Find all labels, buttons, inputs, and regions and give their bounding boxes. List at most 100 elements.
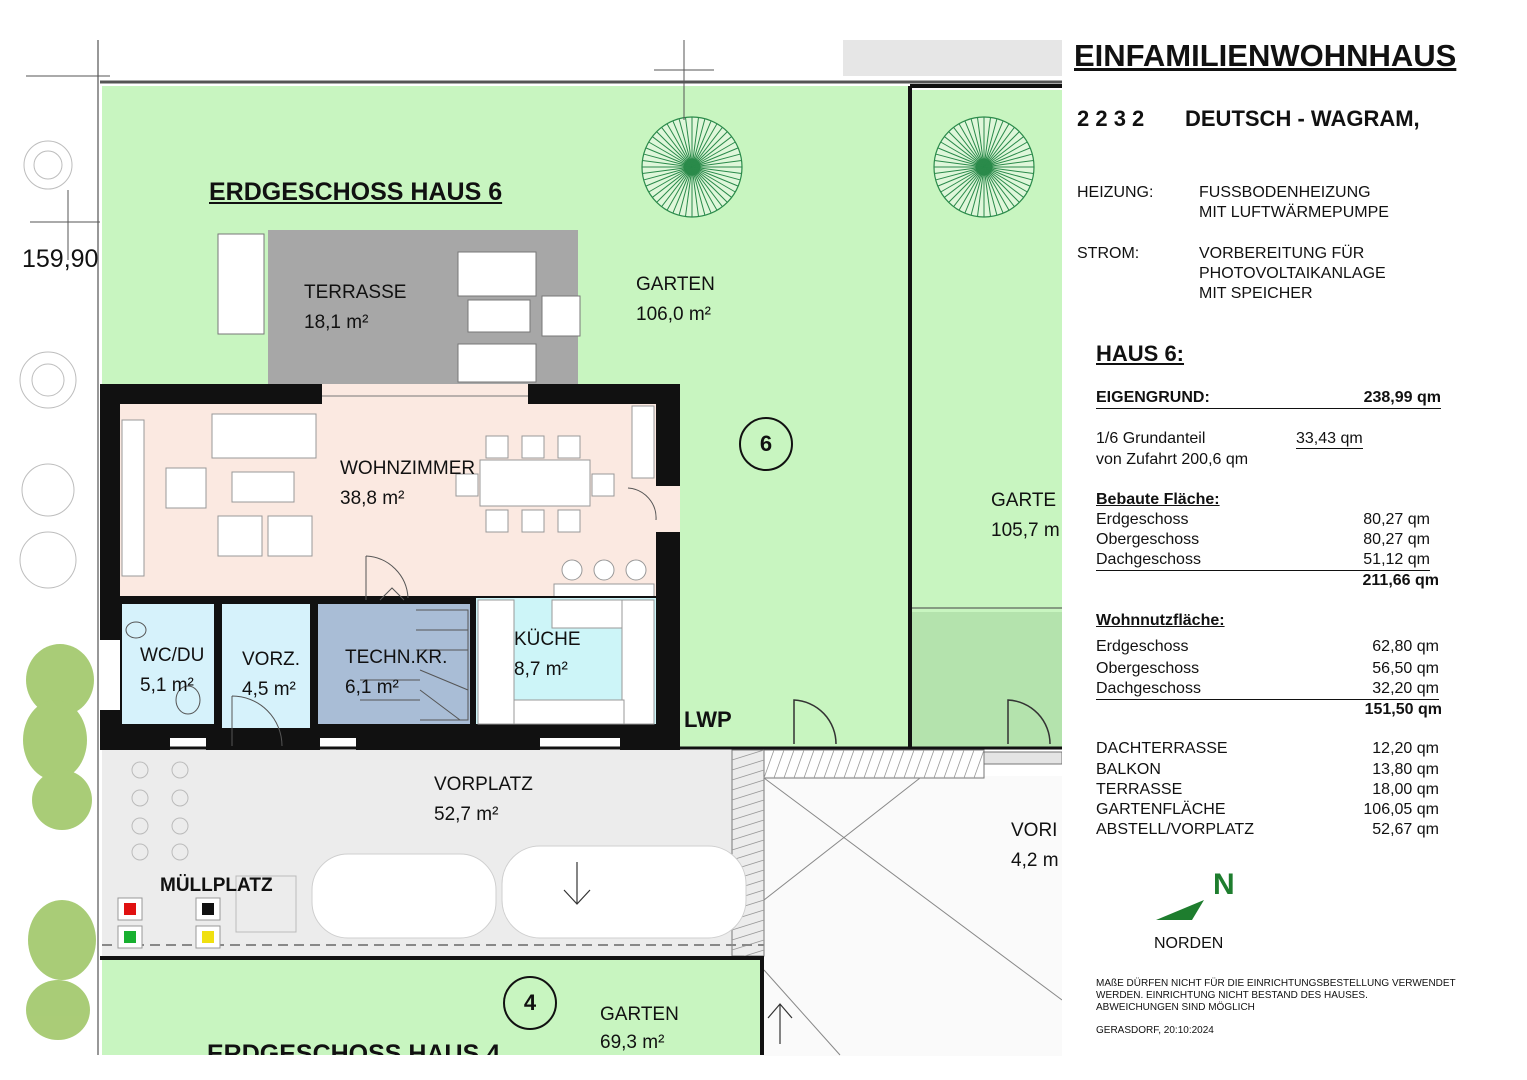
living-row-label: Erdgeschoss <box>1096 638 1189 655</box>
room-name-hall: VORZ. <box>242 649 301 670</box>
north-label: NORDEN <box>1154 935 1224 952</box>
power-line-3: MIT SPEICHER <box>1199 285 1313 302</box>
room-name-neighbor-garden: GARTE <box>991 490 1057 511</box>
heat-pump-label: LWP <box>684 707 732 732</box>
power-line-2: PHOTOVOLTAIKANLAGE <box>1199 265 1386 282</box>
share-value: 33,43 qm <box>1296 430 1363 449</box>
built-row-value: 80,27 qm <box>1363 531 1430 548</box>
floor-plan <box>19 40 1062 1056</box>
north-letter: N <box>1213 868 1235 901</box>
share-note: von Zufahrt 200,6 qm <box>1096 451 1249 468</box>
living-row-value: 62,80 qm <box>1372 638 1439 655</box>
project-title: EINFAMILIENWOHNHAUS <box>1074 38 1457 73</box>
own-ground-row: EIGENGRUND: 238,99 qm <box>1096 388 1441 409</box>
room-area-tech: 6,1 m² <box>345 677 399 698</box>
built-row: Obergeschoss 80,27 qm <box>1096 530 1430 550</box>
address-zip: 2 2 3 2 <box>1077 106 1145 131</box>
extra-row: GARTENFLÄCHE 106,05 qm <box>1096 800 1439 820</box>
disclaimer-line-1: MAßE DÜRFEN NICHT FÜR DIE EINRICHTUNGSBE… <box>1096 978 1456 989</box>
living-row-value: 56,50 qm <box>1372 660 1439 677</box>
room-wc <box>122 604 214 724</box>
own-ground-label: EIGENGRUND: <box>1096 389 1210 406</box>
extra-row-label: DACHTERRASSE <box>1096 740 1228 757</box>
built-row-value: 80,27 qm <box>1363 511 1430 528</box>
room-area-neighbor-garden: 105,7 m <box>991 520 1060 541</box>
room-name-forecourt: VORPLATZ <box>434 774 533 795</box>
house-number-badge: 6 <box>739 417 793 471</box>
room-hall <box>222 604 310 728</box>
room-name-garden-4: GARTEN <box>600 1004 679 1025</box>
bushes-left <box>23 644 96 1040</box>
car-left <box>311 853 497 939</box>
built-total-row: 211,66 qm <box>1096 571 1440 591</box>
room-area-neighbor-forecourt: 4,2 m <box>1011 850 1059 871</box>
extra-row: BALKON 13,80 qm <box>1096 760 1439 780</box>
bicycles <box>131 761 189 861</box>
trees-left <box>19 140 77 589</box>
extra-row-value: 12,20 qm <box>1372 740 1439 757</box>
share-label: 1/6 Grundanteil <box>1096 430 1206 447</box>
living-total: 151,50 qm <box>1364 701 1442 718</box>
waste-bin-marker <box>202 903 214 915</box>
room-name-terrace: TERRASSE <box>304 282 407 303</box>
heating-line-1: FUSSBODENHEIZUNG <box>1199 184 1371 201</box>
room-name-neighbor-forecourt: VORI <box>1011 820 1058 841</box>
room-area-hall: 4,5 m² <box>242 679 296 700</box>
built-row-label: Erdgeschoss <box>1096 511 1189 528</box>
disclaimer-line-3: ABWEICHUNGEN SIND MÖGLICH <box>1096 1002 1255 1013</box>
room-area-garden-4: 69,3 m² <box>600 1032 665 1053</box>
place-date: GERASDORF, 20:10:2024 <box>1096 1025 1214 1036</box>
extra-row: TERRASSE 18,00 qm <box>1096 780 1439 800</box>
heating-label: HEIZUNG: <box>1077 184 1154 201</box>
living-row: Erdgeschoss 62,80 qm <box>1096 637 1439 657</box>
extra-row: DACHTERRASSE 12,20 qm <box>1096 739 1439 759</box>
neighbor-strip <box>843 40 1062 76</box>
room-area-garden: 106,0 m² <box>636 304 711 325</box>
disclaimer-line-2: WERDEN. EINRICHTUNG NICHT BESTAND DES HA… <box>1096 990 1368 1001</box>
neighbor-garden-bottom <box>102 958 762 1055</box>
neighbor-terrace <box>912 612 1062 748</box>
extra-row-label: BALKON <box>1096 761 1161 778</box>
room-area-wc: 5,1 m² <box>140 675 194 696</box>
living-row: Obergeschoss 56,50 qm <box>1096 659 1439 679</box>
extra-row-value: 18,00 qm <box>1372 781 1439 798</box>
living-total-row: 151,50 qm <box>1096 700 1442 720</box>
north-arrow-icon <box>1156 900 1204 920</box>
room-tech <box>318 604 470 724</box>
built-row-value: 51,12 qm <box>1363 551 1430 568</box>
extra-row-value: 13,80 qm <box>1372 761 1439 778</box>
waste-bin-marker <box>124 903 136 915</box>
living-row-value: 32,20 qm <box>1372 680 1439 697</box>
waste-bin-marker <box>202 931 214 943</box>
room-name-kitchen: KÜCHE <box>514 629 581 650</box>
waste-area-label: MÜLLPLATZ <box>160 875 273 896</box>
room-area-terrace: 18,1 m² <box>304 312 369 333</box>
power-line-1: VORBEREITUNG FÜR <box>1199 245 1365 262</box>
power-label: STROM: <box>1077 245 1140 262</box>
extra-row-value: 52,67 qm <box>1372 821 1439 838</box>
room-name-wc: WC/DU <box>140 645 205 666</box>
waste-bin-marker <box>124 931 136 943</box>
own-ground-value: 238,99 qm <box>1363 389 1441 406</box>
dimension-label: 159,90 <box>22 245 99 273</box>
extra-row-label: ABSTELL/VORPLATZ <box>1096 821 1254 838</box>
built-total: 211,66 qm <box>1362 572 1440 589</box>
living-row-label: Obergeschoss <box>1096 660 1200 677</box>
car-right <box>501 845 747 939</box>
room-name-garden: GARTEN <box>636 274 715 295</box>
heating-line-2: MIT LUFTWÄRMEPUMPE <box>1199 204 1389 221</box>
room-area-living: 38,8 m² <box>340 488 405 509</box>
room-area-kitchen: 8,7 m² <box>514 659 568 680</box>
plan-title-bottom: ERDGESCHOSS HAUS 4 <box>207 1040 501 1055</box>
extra-row-label: GARTENFLÄCHE <box>1096 801 1226 818</box>
built-heading: Bebaute Fläche: <box>1096 491 1220 508</box>
extra-row: ABSTELL/VORPLATZ 52,67 qm <box>1096 820 1439 840</box>
living-row: Dachgeschoss 32,20 qm <box>1096 679 1439 700</box>
extra-row-value: 106,05 qm <box>1363 801 1439 818</box>
built-row: Dachgeschoss 51,12 qm <box>1096 550 1430 571</box>
living-row-label: Dachgeschoss <box>1096 680 1201 697</box>
house-heading: HAUS 6: <box>1096 341 1185 366</box>
room-area-forecourt: 52,7 m² <box>434 804 499 825</box>
neighbor-number-badge: 4 <box>503 976 557 1030</box>
built-row: Erdgeschoss 80,27 qm <box>1096 510 1430 530</box>
